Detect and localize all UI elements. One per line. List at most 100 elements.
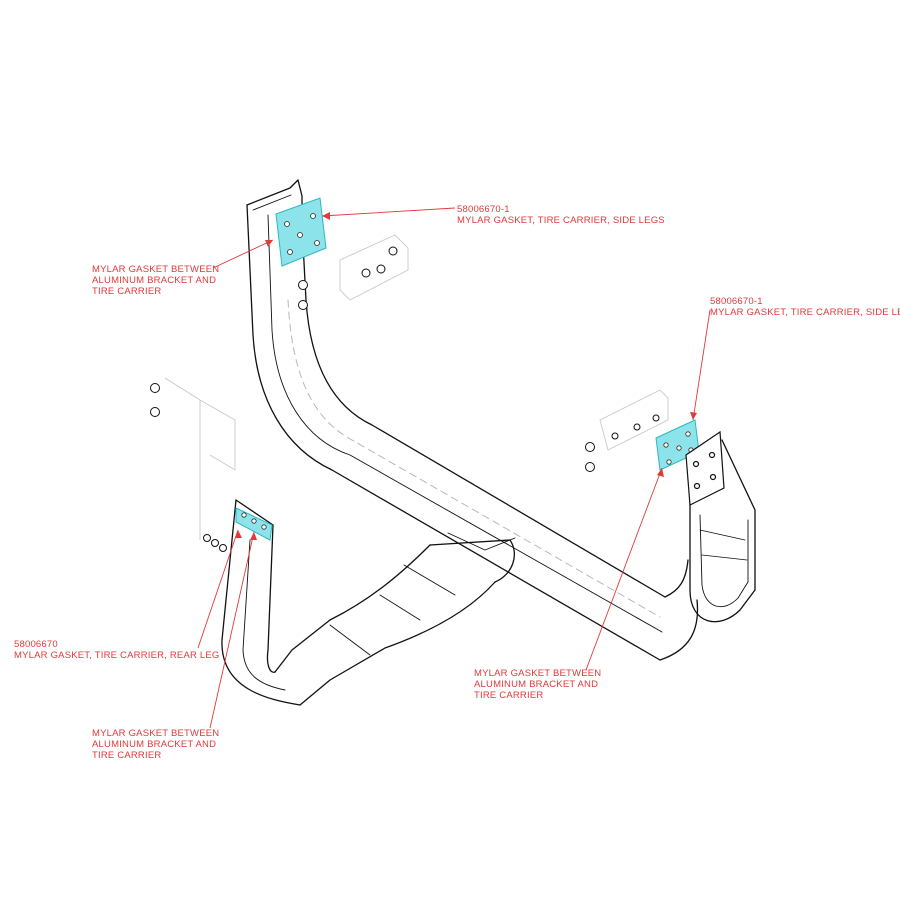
leader-lines — [197, 207, 711, 729]
nut-icon — [585, 462, 595, 472]
fastener-group-right — [585, 414, 660, 472]
callout-rear-leg: 58006670 MYLAR GASKET, TIRE CARRIER, REA… — [14, 639, 220, 661]
crossmember-top-2 — [447, 532, 516, 551]
callout-line: MYLAR GASKET BETWEEN — [92, 264, 220, 275]
rear-bracket-outline — [164, 377, 236, 471]
fastener-group-top — [298, 246, 398, 310]
cradle-panel-1 — [379, 594, 421, 621]
front-bend-inner — [664, 559, 689, 598]
left-leg-face-line — [267, 214, 663, 633]
bolt-hole-icon — [709, 473, 717, 481]
part-description: MYLAR GASKET, TIRE CARRIER, SIDE LEGS — [710, 307, 900, 318]
arrowhead-icon — [250, 532, 257, 540]
nut-icon — [203, 534, 211, 542]
left-leg-inner-edge — [301, 224, 666, 598]
callout-side-legs-top: 58006670-1 MYLAR GASKET, TIRE CARRIER, S… — [457, 204, 665, 226]
nut-icon — [633, 423, 641, 431]
leader-between-left-top — [212, 239, 274, 269]
rear-leg-mid — [242, 539, 286, 691]
gasket-side-leg-left — [275, 197, 327, 267]
callout-line: ALUMINUM BRACKET AND — [92, 739, 217, 750]
bolt-hole-icon — [284, 221, 290, 227]
mylar-gaskets — [235, 197, 700, 541]
bolt-hole-icon — [297, 232, 303, 238]
right-loop-rib-1 — [699, 529, 746, 541]
callout-line: MYLAR GASKET BETWEEN — [474, 668, 602, 679]
bolt-hole-icon — [666, 459, 672, 465]
callout-line: ALUMINUM BRACKET AND — [474, 679, 599, 690]
callout-gasket-between-bottom-left: MYLAR GASKET BETWEEN ALUMINUM BRACKET AN… — [92, 728, 219, 761]
front-bend-outer — [659, 599, 699, 661]
bolt-hole-icon — [692, 460, 700, 468]
callout-line: TIRE CARRIER — [474, 690, 544, 701]
nut-icon — [611, 432, 619, 440]
part-number: 58006670-1 — [710, 296, 763, 307]
part-description: MYLAR GASKET, TIRE CARRIER, SIDE LEGS — [457, 215, 665, 226]
aluminum-bracket-outlines — [164, 234, 669, 540]
left-leg-top-lip-inner — [252, 194, 292, 211]
crossmember-top — [429, 539, 515, 583]
part-description: MYLAR GASKET, TIRE CARRIER, REAR LEG — [14, 650, 220, 661]
nut-icon — [361, 268, 371, 278]
arrowhead-icon — [265, 240, 273, 247]
callout-gasket-between-left-top: MYLAR GASKET BETWEEN ALUMINUM BRACKET AN… — [92, 264, 219, 297]
leader-side-top — [321, 207, 456, 217]
nut-icon — [298, 280, 308, 290]
callout-line: TIRE CARRIER — [92, 286, 162, 297]
arrowhead-icon — [235, 530, 242, 538]
bolt-hole-icon — [314, 240, 320, 246]
right-loop-inner — [699, 514, 749, 608]
right-loop-outer — [689, 439, 756, 623]
arrowhead-icon — [690, 412, 697, 420]
nut-icon — [652, 414, 660, 422]
top-bracket-outline — [339, 234, 409, 301]
nut-icon — [150, 407, 160, 417]
nut-icon — [585, 442, 595, 452]
leader-between-right — [585, 467, 663, 671]
rear-leg-inner — [266, 524, 276, 673]
leader-side-right — [692, 309, 711, 421]
right-loop-rib-2 — [701, 554, 748, 561]
rear-leg-face — [235, 499, 274, 526]
left-leg-outer-edge — [246, 204, 661, 661]
right-bracket-outline — [599, 389, 669, 451]
left-leg-hidden-line — [287, 299, 661, 618]
callout-side-legs-right: 58006670-1 MYLAR GASKET, TIRE CARRIER, S… — [710, 296, 900, 318]
cradle-upper-edge — [274, 544, 431, 673]
fastener-group-rear — [150, 383, 227, 552]
nut-icon — [150, 383, 160, 393]
nut-icon — [388, 246, 398, 256]
cradle-panel-2 — [329, 624, 371, 656]
arrowhead-icon — [657, 468, 664, 477]
bolt-hole-icon — [693, 482, 701, 490]
callout-line: ALUMINUM BRACKET AND — [92, 275, 217, 286]
bolt-hole-icon — [663, 442, 669, 448]
nut-icon — [298, 300, 308, 310]
cradle-panel-3 — [403, 564, 456, 596]
bolt-hole-icon — [241, 512, 247, 518]
bolt-hole-icon — [251, 518, 257, 524]
nut-icon — [211, 539, 219, 547]
nut-icon — [219, 544, 227, 552]
cradle-lower-edge — [299, 581, 496, 706]
nut-icon — [376, 264, 386, 274]
bolt-hole-icon — [676, 445, 682, 451]
bolt-hole-icon — [261, 524, 267, 530]
rear-leg-outer — [221, 499, 301, 706]
tire-carrier-frame — [221, 179, 756, 706]
right-aluminum-bracket — [685, 430, 725, 506]
leader-arrowheads — [235, 212, 697, 540]
callout-gasket-between-right: MYLAR GASKET BETWEEN ALUMINUM BRACKET AN… — [474, 668, 601, 701]
bolt-hole-icon — [708, 451, 716, 459]
leader-between-bottom-left — [209, 531, 255, 729]
callout-line: MYLAR GASKET BETWEEN — [92, 728, 220, 739]
bolt-hole-icon — [685, 431, 691, 437]
bolt-hole-icon — [287, 249, 293, 255]
gasket-bolt-holes — [241, 213, 694, 530]
callout-line: TIRE CARRIER — [92, 750, 162, 761]
bolt-hole-icon — [310, 213, 316, 219]
part-number: 58006670 — [14, 639, 58, 650]
arrowhead-icon — [322, 212, 330, 220]
